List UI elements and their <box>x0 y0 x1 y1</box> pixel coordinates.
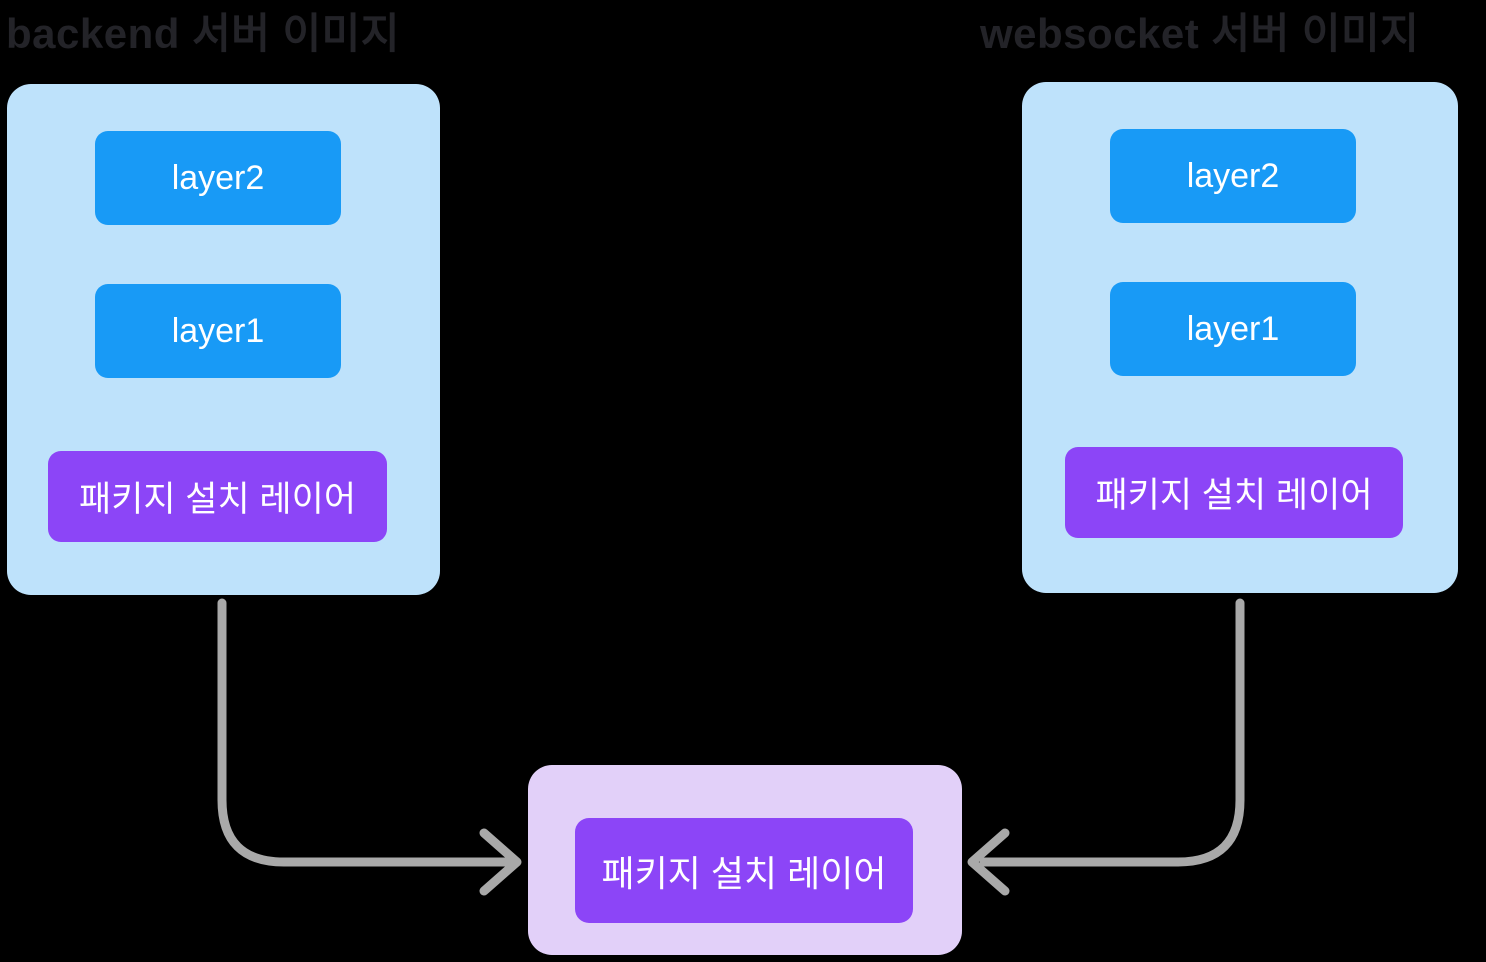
websocket-to-shared-arrow <box>967 598 1245 896</box>
websocket-image-box: layer2 layer1 패키지 설치 레이어 <box>1022 82 1458 593</box>
backend-image-box: layer2 layer1 패키지 설치 레이어 <box>7 84 440 595</box>
websocket-image-title: websocket 서버 이미지 <box>980 10 1420 57</box>
backend-layer2-chip: layer2 <box>95 131 341 225</box>
backend-layer1-chip: layer1 <box>95 284 341 378</box>
websocket-package-install-layer-chip: 패키지 설치 레이어 <box>1065 447 1403 538</box>
backend-image-title: backend 서버 이미지 <box>6 10 400 57</box>
websocket-layer1-chip: layer1 <box>1110 282 1356 376</box>
backend-to-shared-arrow <box>217 598 522 896</box>
websocket-layer2-chip: layer2 <box>1110 129 1356 223</box>
shared-package-layer-box: 패키지 설치 레이어 <box>528 765 962 955</box>
shared-package-install-layer-chip: 패키지 설치 레이어 <box>575 818 913 923</box>
backend-package-install-layer-chip: 패키지 설치 레이어 <box>48 451 387 542</box>
